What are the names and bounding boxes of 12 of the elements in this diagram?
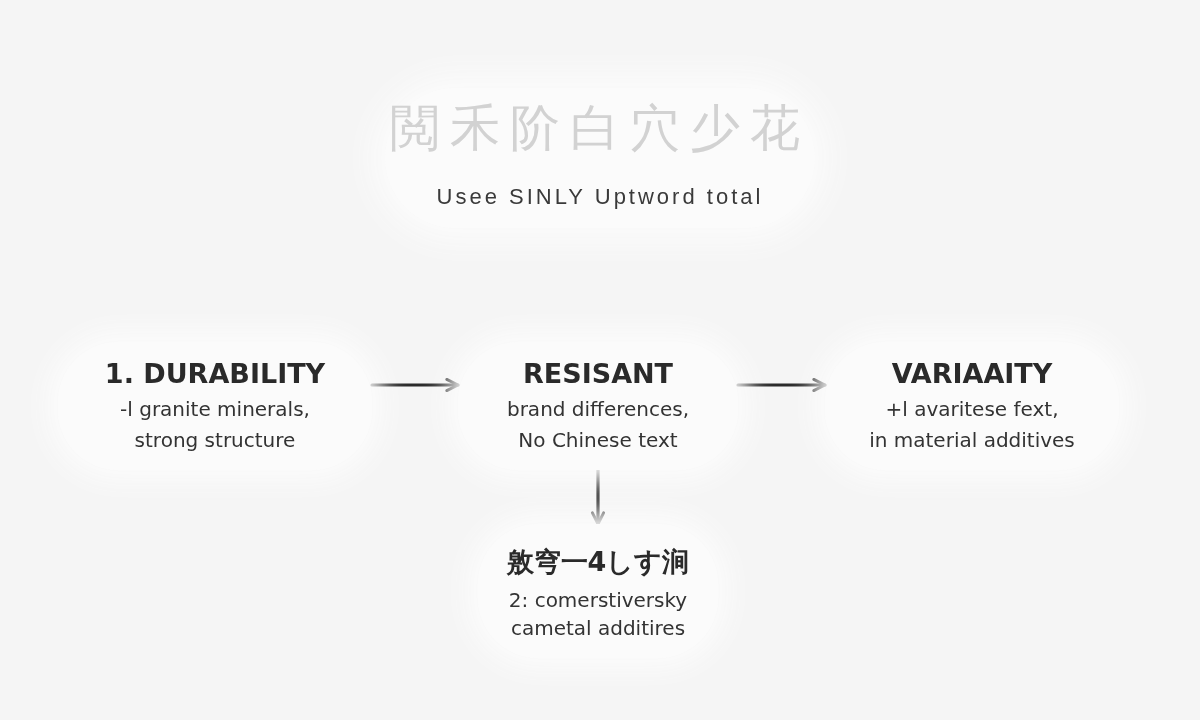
description: brand differences, No Chinese text	[505, 396, 691, 454]
heading: 敫穹一4しす涧	[506, 545, 690, 579]
heading: VARIAAITY	[891, 357, 1053, 391]
description: +l avaritese fext, in material additives	[868, 396, 1076, 454]
arrow	[370, 377, 460, 393]
subtitle: Usee SINLY Uptword total	[435, 183, 765, 211]
arrow	[736, 377, 827, 393]
description: -l granite minerals, strong structure	[119, 396, 311, 454]
heading: RESISANT	[522, 357, 674, 391]
description: 2: comerstiversky cametal additires	[507, 587, 689, 642]
heading: 1. DURABILITY	[104, 357, 326, 391]
arrow	[590, 468, 606, 526]
